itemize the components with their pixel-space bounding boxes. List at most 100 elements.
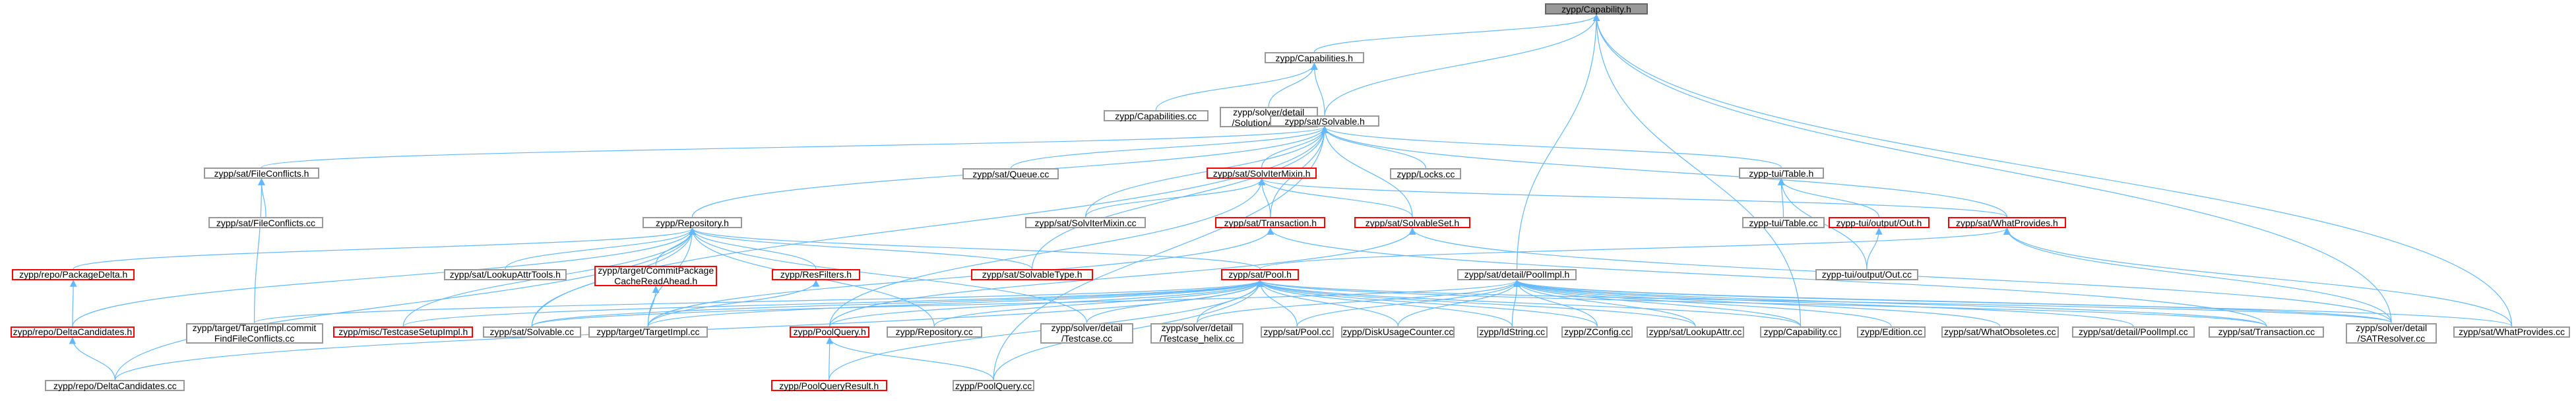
edge-solvableset_h-to-solvable_h: [1321, 126, 1413, 217]
edge-edition_cc-to-poolimpl_h: [1513, 279, 1892, 327]
node-idstring-cc[interactable]: zypp/IdString.cc: [1477, 326, 1548, 338]
node-testcase-cc[interactable]: zypp/solver/detail /Testcase.cc: [1040, 323, 1133, 344]
edge-zconfig_cc-to-poolimpl_h: [1513, 279, 1598, 326]
node-lookupattrtools-h[interactable]: zypp/sat/LookupAttrTools.h: [444, 268, 567, 281]
edge-satresolver_cc-to-capability_h: [1592, 14, 2392, 323]
edge-targetimpl_cc-to-commitpackagecache_h: [647, 286, 660, 326]
edge-out_cc-to-out_h: [1866, 228, 1883, 269]
node-repository-h[interactable]: zypp/Repository.h: [642, 216, 743, 229]
node-edition-cc[interactable]: zypp/Edition.cc: [1856, 326, 1926, 338]
edge-resfilters_h-to-repository_h: [689, 228, 817, 270]
edge-transaction_cc-to-transaction_h: [1267, 228, 2267, 326]
node-diskusage-cc[interactable]: zypp/DiskUsageCounter.cc: [1341, 326, 1455, 338]
edge-lookupattr_cc-to-pool_h: [1256, 279, 1696, 327]
edge-idstring_cc-to-pool_h: [1256, 279, 1513, 326]
node-poolquery-cc[interactable]: zypp/PoolQuery.cc: [953, 380, 1034, 392]
edge-targetimpl_cc-to-transaction_h: [647, 228, 1274, 326]
node-commitpackagecache-h[interactable]: zypp/target/CommitPackage CacheReadAhead…: [594, 266, 717, 286]
edge-testcase_helix_cc-to-poolimpl_h: [1197, 279, 1521, 323]
node-capability-h: zypp/Capability.h: [1545, 3, 1648, 15]
node-lookupattr-cc[interactable]: zypp/sat/LookupAttr.cc: [1646, 326, 1745, 338]
node-transaction-h[interactable]: zypp/sat/Transaction.h: [1215, 216, 1326, 229]
edge-testcasesetupimpl_h-to-pool_h: [402, 279, 1264, 327]
node-solvableset-h[interactable]: zypp/sat/SolvableSet.h: [1354, 216, 1471, 229]
node-poolimpl-h[interactable]: zypp/sat/detail/PoolImpl.h: [1457, 268, 1577, 281]
edge-fileconflicts_cc-to-fileconflicts_h: [258, 178, 267, 217]
node-testcase-helix-cc[interactable]: zypp/solver/detail /Testcase_helix.cc: [1150, 323, 1244, 344]
node-fileconflicts-cc[interactable]: zypp/sat/FileConflicts.cc: [208, 216, 323, 229]
node-findfileconflicts-cc[interactable]: zypp/target/TargetImpl.commit FindFileCo…: [185, 323, 323, 344]
node-repository-cc[interactable]: zypp/Repository.cc: [886, 326, 982, 338]
edge-poolquery_h-to-pool_h: [829, 279, 1264, 327]
node-table-cc[interactable]: zypp-tui/Table.cc: [1742, 216, 1825, 229]
node-whatprovides-h[interactable]: zypp/sat/WhatProvides.h: [1947, 216, 2066, 229]
node-resfilters-h[interactable]: zypp/ResFilters.h: [771, 268, 861, 281]
node-packagedelta-h[interactable]: zypp/repo/PackageDelta.h: [12, 268, 135, 281]
node-solvable-h[interactable]: zypp/sat/Solvable.h: [1270, 115, 1379, 127]
edge-whatprovides_cc-to-capability_h: [1592, 14, 2513, 326]
node-targetimpl-cc[interactable]: zypp/target/TargetImpl.cc: [588, 326, 708, 338]
edge-locks_cc-to-solvable_h: [1321, 126, 1426, 169]
edge-packagedelta_h-to-repository_h: [73, 228, 696, 270]
edge-solvable_h-to-capability_h: [1324, 14, 1600, 116]
edge-poolimpl_h-to-capability_h: [1516, 14, 1600, 269]
node-pool-cc[interactable]: zypp/sat/Pool.cc: [1260, 326, 1334, 338]
node-table-h[interactable]: zypp-tui/Table.h: [1738, 167, 1824, 179]
node-whatobsoletes-cc[interactable]: zypp/sat/WhatObsoletes.cc: [1941, 326, 2059, 338]
edge-lookupattrtools_h-to-repository_h: [505, 228, 696, 270]
node-fileconflicts-h[interactable]: zypp/sat/FileConflicts.h: [204, 167, 319, 179]
edge-queue_cc-to-solvable_h: [1010, 126, 1329, 169]
edge-transaction_h-to-solviter_h: [1258, 178, 1271, 217]
edge-deltacandidates_h-to-repository_h: [72, 228, 696, 326]
edge-capability_cc-to-capability_h: [1592, 14, 1802, 326]
edge-testcase_cc-to-repository_h: [689, 228, 1088, 323]
node-out-cc[interactable]: zypp-tui/output/Out.cc: [1815, 268, 1919, 281]
edge-solvableset_h-to-solviter_h: [1258, 178, 1413, 218]
node-deltacandidates-h[interactable]: zypp/repo/DeltaCandidates.h: [10, 326, 135, 338]
edge-findfileconflicts_cc-to-pool_h: [253, 279, 1263, 324]
node-solvable-cc[interactable]: zypp/sat/Solvable.cc: [482, 326, 581, 338]
edge-capabilities_h-to-capability_h: [1313, 14, 1600, 53]
node-deltacandidates-cc[interactable]: zypp/repo/DeltaCandidates.cc: [45, 380, 185, 392]
edge-whatprovides_h-to-solviter_h: [1258, 178, 2008, 218]
edge-diskusage_cc-to-poolimpl_h: [1397, 279, 1521, 326]
node-testcasesetupimpl-h[interactable]: zypp/misc/TestcaseSetupImpl.h: [333, 326, 474, 338]
edge-solvable_cc-to-poolimpl_h: [531, 279, 1521, 327]
node-solviter-cc[interactable]: zypp/sat/SolvIterMixin.cc: [1025, 216, 1146, 229]
edge-solvabletype_h-to-solvable_h: [1032, 126, 1329, 269]
edge-transaction_cc-to-poolimpl_h: [1513, 279, 2267, 327]
node-transaction-cc[interactable]: zypp/sat/Transaction.cc: [2209, 326, 2325, 338]
node-solviter-h[interactable]: zypp/sat/SolvIterMixin.h: [1207, 167, 1317, 179]
edge-whatprovides_cc-to-poolimpl_h: [1513, 279, 2513, 327]
node-capabilities-h[interactable]: zypp/Capabilities.h: [1264, 51, 1364, 64]
node-zconfig-cc[interactable]: zypp/ZConfig.cc: [1561, 326, 1633, 338]
edge-whatobsoletes_cc-to-poolimpl_h: [1513, 279, 2001, 327]
node-locks-cc[interactable]: zypp/Locks.cc: [1390, 168, 1462, 180]
edge-findfileconflicts_cc-to-fileconflicts_h: [253, 178, 265, 323]
edge-poolqueryresult_h-to-poolquery_h: [826, 336, 834, 381]
node-whatprovides-cc[interactable]: zypp/sat/WhatProvides.cc: [2453, 326, 2570, 338]
edge-targetimpl_cc-to-pool_h: [647, 279, 1264, 327]
edge-capability_cc-to-pool_h: [1256, 279, 1802, 327]
node-capability-cc[interactable]: zypp/Capability.cc: [1760, 326, 1842, 338]
edge-solviter_cc-to-solviter_h: [1084, 178, 1266, 218]
edge-solvabletype_h-to-repository_h: [689, 228, 1033, 270]
node-capabilities-cc[interactable]: zypp/Capabilities.cc: [1103, 110, 1209, 122]
edge-pool_cc-to-pool_h: [1256, 279, 1298, 326]
node-poolquery-h[interactable]: zypp/PoolQuery.h: [790, 326, 869, 338]
edge-pool_h-to-whatprovides_h: [1259, 228, 2011, 270]
node-pool-h[interactable]: zypp/sat/Pool.h: [1220, 268, 1300, 281]
edge-poolquery_cc-to-poolquery_h: [826, 336, 994, 381]
node-queue-cc[interactable]: zypp/sat/Queue.cc: [962, 168, 1059, 180]
node-solvabletype-h[interactable]: zypp/sat/SolvableType.h: [970, 268, 1094, 281]
edge-whatprovides_cc-to-whatprovides_h: [2003, 228, 2513, 326]
node-satresolver-cc[interactable]: zypp/solver/detail /SATResolver.cc: [2345, 323, 2437, 344]
node-out-h[interactable]: zypp-tui/output/Out.h: [1828, 216, 1930, 229]
edge-capabilities_cc-to-capabilities_h: [1155, 62, 1318, 111]
edge-zconfig_cc-to-pool_h: [1256, 279, 1598, 326]
node-poolimpl-cc[interactable]: zypp/sat/detail/PoolImpl.cc: [2072, 326, 2195, 338]
node-poolqueryresult-h[interactable]: zypp/PoolQueryResult.h: [770, 380, 887, 392]
edge-lookupattr_cc-to-poolimpl_h: [1513, 279, 1696, 326]
edge-whatprovides_h-to-solvable_h: [1321, 126, 2008, 218]
